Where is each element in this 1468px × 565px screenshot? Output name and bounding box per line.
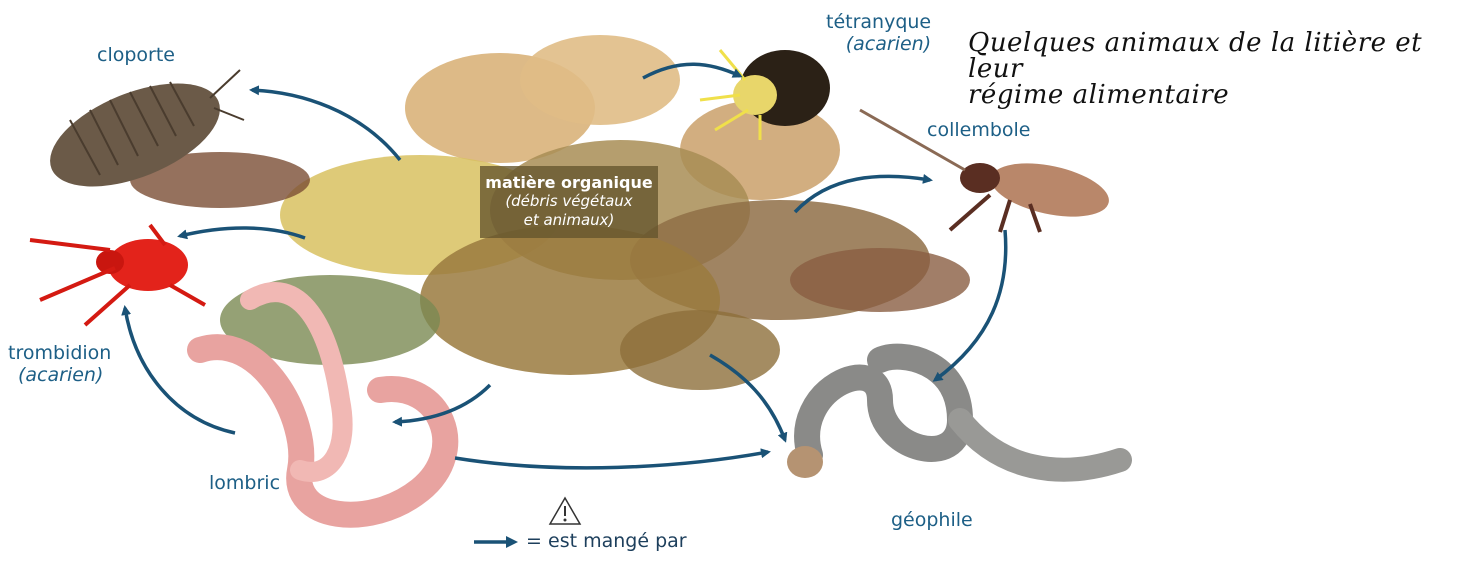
arrow-matter-to-cloporte xyxy=(252,90,400,160)
organic-matter-title: matière organique xyxy=(480,173,658,192)
organic-matter-sub-1: (débris végétaux xyxy=(480,192,658,211)
diagram-title: Quelques animaux de la litière et leur r… xyxy=(968,30,1468,108)
geophile-illustration xyxy=(787,357,1120,478)
warning-icon xyxy=(548,496,582,530)
arrow-collembole-to-geophile xyxy=(935,230,1006,380)
label-geophile: géophile xyxy=(891,509,973,531)
label-trombidion: trombidion (acarien) xyxy=(8,342,111,386)
trombidion-illustration xyxy=(30,225,205,325)
label-collembole: collembole xyxy=(927,119,1030,141)
title-line-2: régime alimentaire xyxy=(968,82,1468,108)
legend-text: = est mangé par xyxy=(526,530,687,552)
organic-matter-sub-2: et animaux) xyxy=(480,211,658,230)
arrow-lombric-to-geophile xyxy=(455,452,768,468)
label-tetranyque-sub: (acarien) xyxy=(826,33,931,55)
legend-arrow-icon xyxy=(472,535,520,549)
label-trombidion-name: trombidion xyxy=(8,342,111,364)
label-lombric: lombric xyxy=(209,472,280,494)
label-trombidion-sub: (acarien) xyxy=(8,364,111,386)
label-tetranyque: tétranyque (acarien) xyxy=(826,11,931,55)
title-line-1: Quelques animaux de la litière et leur xyxy=(968,30,1468,82)
arrow-lombric-to-trombidion xyxy=(125,308,235,433)
organic-matter-box: matière organique (débris végétaux et an… xyxy=(480,166,658,238)
label-cloporte: cloporte xyxy=(97,44,175,66)
label-tetranyque-name: tétranyque xyxy=(826,11,931,33)
legend: = est mangé par xyxy=(472,530,687,552)
